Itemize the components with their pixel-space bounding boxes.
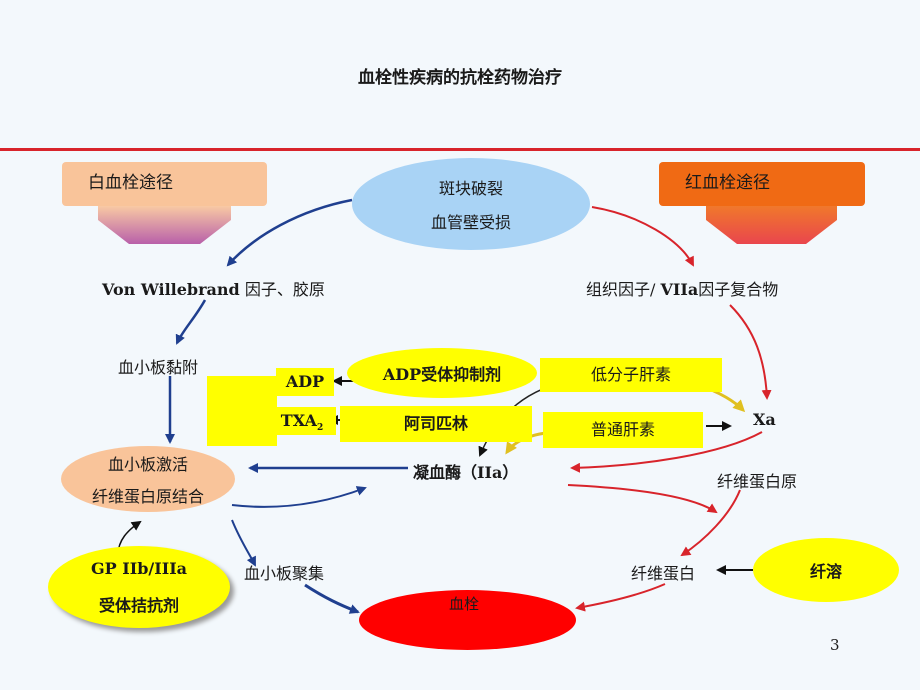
txa-subscript: 2 (316, 423, 324, 434)
fibrinolysis-ellipse: 纤溶 (753, 538, 899, 602)
platelet-activation-label: 血小板激活 (107, 455, 188, 474)
fibrinolysis-label: 纤溶 (809, 562, 842, 581)
left-highlight-block (207, 376, 277, 446)
fibrinogen-binding-label: 纤维蛋白原结合 (91, 487, 204, 506)
adp-box: ADP (276, 368, 334, 396)
thrombin-name: 凝血酶 (413, 463, 462, 482)
factor-viia-label: VIIa (660, 280, 699, 299)
tissue-factor-suffix: 因子复合物 (698, 280, 779, 299)
platelet-activation-ellipse: 血小板激活 纤维蛋白原结合 (61, 446, 235, 512)
vessel-injury-label: 血管壁受损 (430, 213, 511, 232)
ufh-box: 普通肝素 (543, 412, 703, 448)
fibrinogen-label: 纤维蛋白原 (717, 472, 798, 491)
adp-inhibitor-ellipse: ADP受体抑制剂 (347, 348, 537, 398)
collagen-label: 因子、胶原 (239, 280, 325, 299)
txa-label: TXA (280, 411, 317, 430)
title-divider (0, 148, 920, 151)
platelet-adhesion-label: 血小板黏附 (118, 358, 199, 377)
gp-iib-iiia-label: GP IIb/IIIa (90, 558, 188, 578)
lmwh-box: 低分子肝素 (540, 358, 722, 392)
fibrin-label: 纤维蛋白 (631, 564, 696, 583)
white-thrombus-pathway-box: 白血栓途径 (62, 162, 267, 206)
aspirin-label: 阿司匹林 (403, 414, 468, 433)
ufh-label: 普通肝素 (590, 420, 655, 439)
page-title: 血栓性疾病的抗栓药物治疗 (358, 68, 562, 88)
tissue-factor-prefix: 组织因子/ (586, 280, 661, 299)
white-pathway-down-arrow (98, 206, 231, 244)
vwf-label: Von Willebrand (102, 280, 240, 299)
gp-iib-iiia-antagonist-ellipse: GP IIb/IIIa 受体拮抗剂 (48, 546, 230, 628)
thrombus-label: 血栓 (449, 595, 480, 613)
thrombin-label: 凝血酶（IIa） (413, 459, 518, 483)
receptor-antagonist-label: 受体拮抗剂 (98, 595, 179, 615)
thrombin-abbr: （IIa） (461, 463, 519, 482)
plaque-rupture-ellipse: 斑块破裂 血管壁受损 (352, 158, 590, 250)
page-number: 3 (830, 636, 840, 654)
red-pathway-down-arrow (706, 206, 837, 244)
aspirin-box: 阿司匹林 (340, 406, 532, 442)
plaque-rupture-label: 斑块破裂 (438, 179, 503, 198)
thrombus-ellipse: 血栓 (359, 590, 576, 650)
lmwh-label: 低分子肝素 (590, 365, 671, 384)
adp-inhibitor-label: ADP受体抑制剂 (382, 365, 502, 384)
vwf-collagen-label: Von Willebrand 因子、胶原 (102, 276, 325, 300)
red-thrombus-pathway-label: 红血栓途径 (685, 173, 770, 193)
txa2-box: TXA2 (268, 407, 336, 435)
platelet-aggregation-label: 血小板聚集 (244, 564, 325, 583)
factor-xa-label: Xa (753, 410, 776, 429)
red-thrombus-pathway-box: 红血栓途径 (659, 162, 865, 206)
tissue-factor-label: 组织因子/ VIIa因子复合物 (586, 276, 778, 300)
white-thrombus-pathway-label: 白血栓途径 (88, 173, 173, 193)
